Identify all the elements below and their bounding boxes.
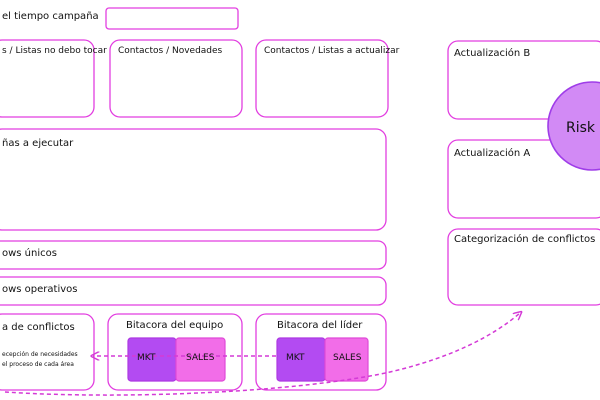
chip-sales-leader: [324, 337, 369, 382]
label-actualizacion-a: Actualización A: [454, 148, 531, 159]
label-categorizacion-conflictos: Categorización de conflictos: [454, 234, 596, 245]
label-flows-operativos: ows operativos: [2, 284, 78, 295]
box-categorizacion-conflictos: [447, 228, 600, 306]
campaign-time-field[interactable]: [105, 7, 239, 30]
box-listas-no-tocar: [0, 39, 95, 118]
label-tiempo-campana: el tiempo campaña: [2, 11, 99, 22]
label-listas-no-tocar: s / Listas no debo tocar: [2, 46, 107, 56]
risk-circle: [547, 81, 600, 171]
box-campanas-ejecutar: [0, 128, 387, 231]
label-contactos-novedades: Contactos / Novedades: [118, 46, 223, 56]
label-campanas-ejecutar: ñas a ejecutar: [2, 138, 74, 149]
label-sales-team: SALES: [186, 353, 215, 363]
box-actualizacion-a: [447, 139, 600, 219]
label-bitacora-equipo: Bitacora del equipo: [126, 320, 224, 331]
label-mkt-team: MKT: [137, 353, 156, 363]
label-bitacora-lider: Bitacora del líder: [277, 320, 363, 331]
label-contactos-listas-actualizar: Contactos / Listas a actualizar: [264, 46, 400, 56]
dashed-arrow-to-categorizacion: [4, 313, 520, 396]
label-flows-unicos: ows únicos: [2, 248, 57, 259]
box-flows-unicos: [0, 240, 387, 270]
box-contactos-listas-actualizar: [255, 39, 389, 118]
label-mkt-leader: MKT: [286, 353, 305, 363]
chip-sales-team: [175, 337, 226, 382]
label-recepcion-line-1: ecepción de necesidades: [2, 351, 78, 358]
label-risk: Risk: [566, 120, 596, 136]
label-recepcion-line-2: el proceso de cada área: [2, 361, 74, 368]
label-sales-leader: SALES: [333, 353, 362, 363]
box-flows-operativos: [0, 276, 387, 306]
label-mapa-conflictos: a de conflictos: [2, 322, 75, 333]
box-contactos-novedades: [109, 39, 243, 118]
label-actualizacion-b: Actualización B: [454, 48, 531, 59]
